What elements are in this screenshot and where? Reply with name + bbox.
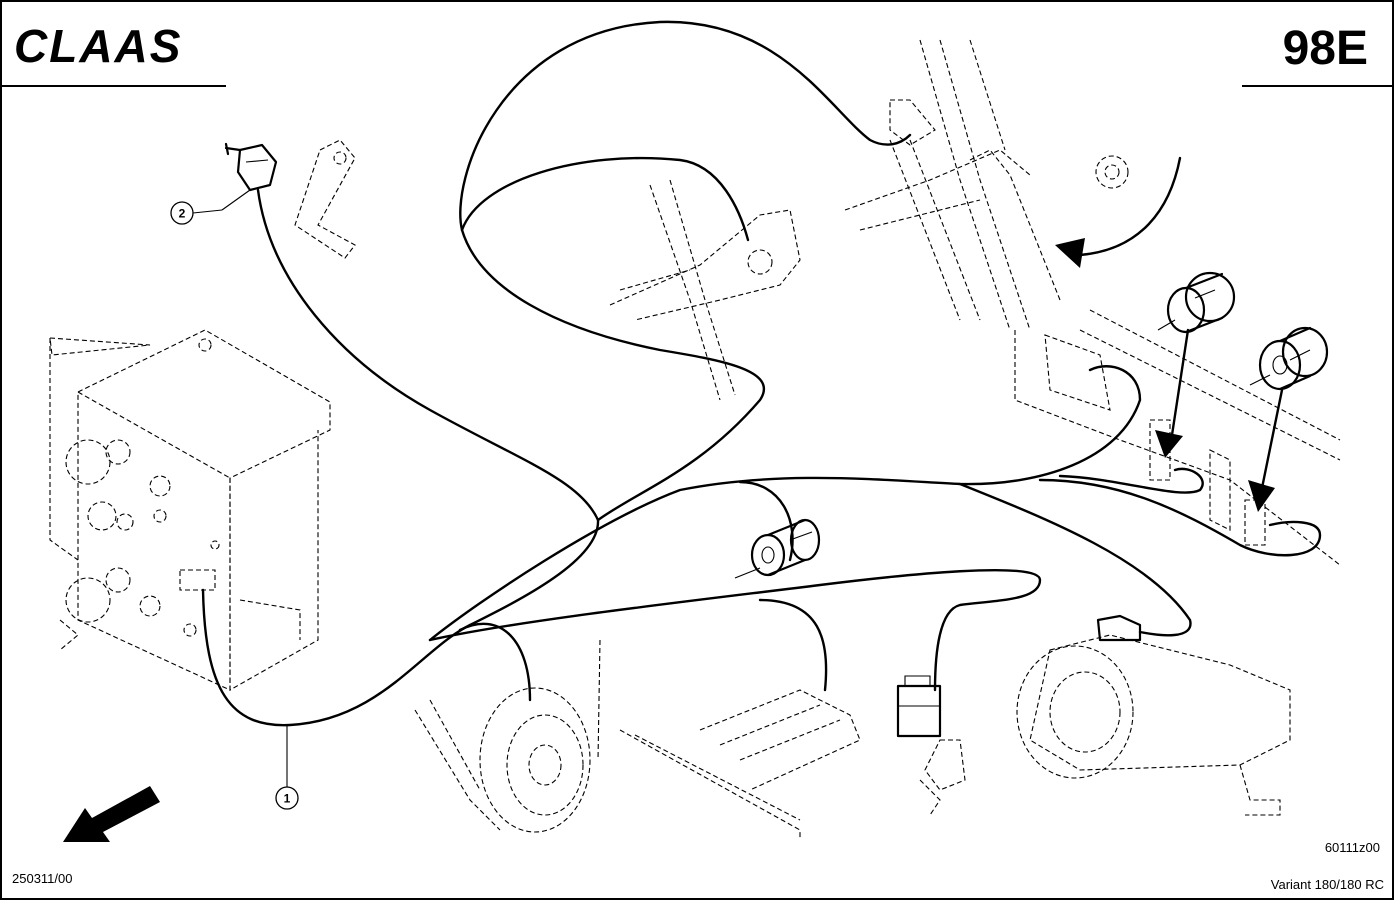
callout-1-label: 1 (284, 792, 291, 806)
callout-1: 1 (275, 725, 299, 810)
sheet-code: 98E (1283, 22, 1368, 75)
bracket-small (294, 139, 356, 259)
model-name: Variant 180/180 RC (1271, 877, 1384, 892)
ladder-bracket (619, 689, 861, 840)
pointer-arrow-2 (1248, 388, 1284, 512)
pulley-wheel (414, 639, 601, 833)
frame-right (1014, 309, 1341, 566)
cylinder-sensor-2 (1157, 271, 1236, 334)
brand-logo: CLAAS (14, 20, 182, 72)
callout-2: 2 (170, 189, 251, 225)
date-code: 250311/00 (12, 871, 73, 886)
cylinder-sensor-3 (1249, 326, 1329, 391)
control-box (49, 329, 331, 691)
connector-plug (896, 675, 942, 738)
cylinder-sensor-1 (734, 518, 821, 579)
callout-2-label: 2 (179, 207, 186, 221)
pump-housing (1016, 634, 1291, 816)
rotation-arrow (1055, 156, 1182, 268)
pointer-arrow-1 (1155, 328, 1190, 458)
callout-2-circle (170, 201, 194, 225)
sensor-2-connector (224, 142, 278, 192)
header: CLAAS 98E (2, 20, 1393, 87)
direction-arrow (63, 786, 160, 842)
harness-wires (201, 20, 1322, 727)
central-frame (609, 179, 801, 401)
drawing-number: 60111z00 (1325, 840, 1380, 855)
frame-top-right (844, 39, 1129, 331)
callout-1-circle (275, 786, 299, 810)
sensor-holder (919, 739, 966, 816)
connector-pump (1096, 614, 1142, 642)
